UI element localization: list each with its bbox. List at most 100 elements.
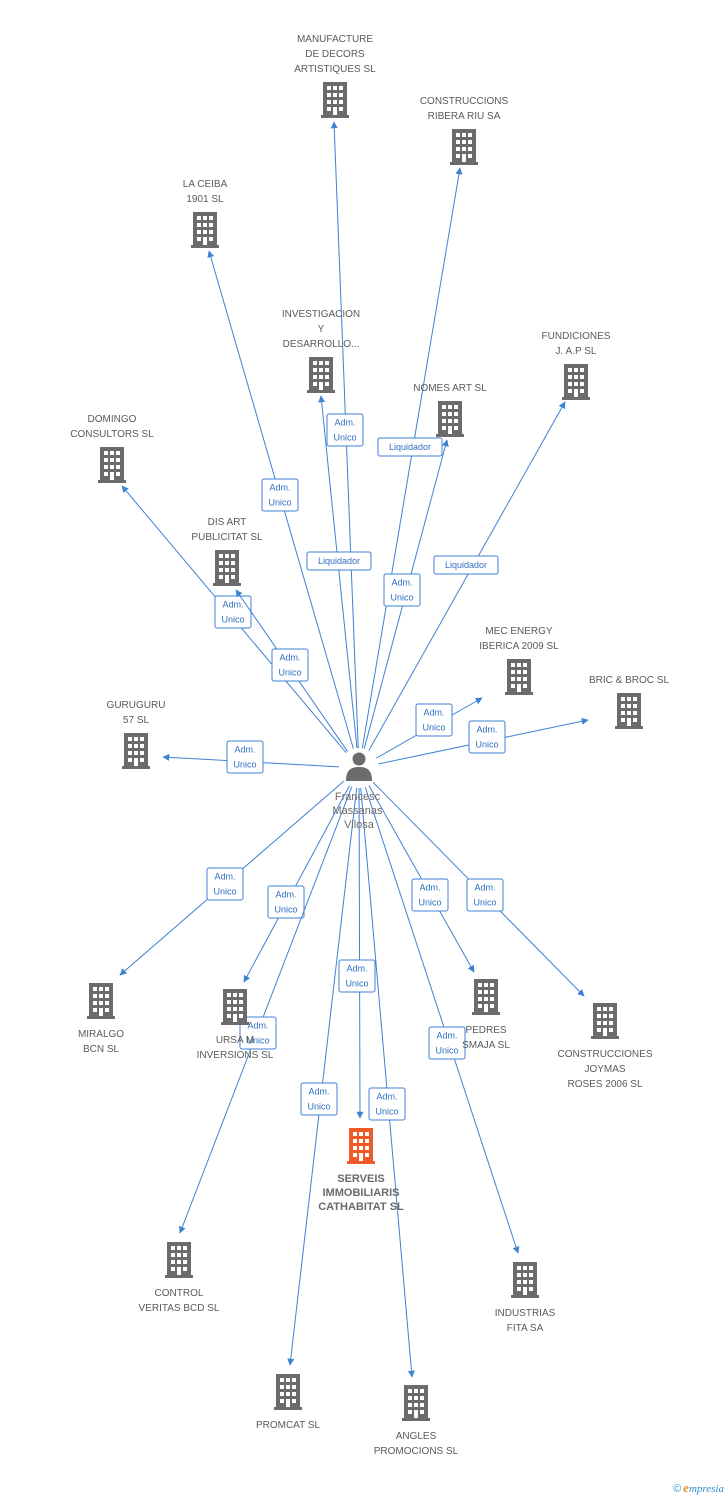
role-badge[interactable]: Adm.Unico [411,878,449,912]
role-badge[interactable]: Adm.Unico [415,703,453,737]
building-icon [511,1262,539,1298]
edge-line [243,785,350,983]
role-badge-text: Unico [307,1102,330,1112]
role-badge[interactable]: Adm.Unico [368,1087,406,1121]
role-badge[interactable]: Adm.Unico [466,878,504,912]
edge-line [356,787,364,1119]
building-icon [165,1242,193,1278]
role-badge[interactable]: Adm.Unico [267,885,305,919]
company-name: Y [318,324,325,335]
role-badge[interactable]: Adm.Unico [271,648,309,682]
role-badge[interactable]: Adm.Unico [338,959,376,993]
role-badge-box [261,478,299,512]
company-node-pedres[interactable]: PEDRES SMAJA SL [462,979,510,1051]
edge-fundiciones: Liquidador [368,401,566,751]
role-badge-box [383,573,421,607]
role-badge[interactable]: Adm.Unico [261,478,299,512]
building-icon [347,1128,375,1164]
building-icon [274,1374,302,1410]
role-badge[interactable]: Adm.Unico [326,413,364,447]
company-name: ANGLES [396,1431,437,1442]
company-name: BCN SL [83,1044,120,1055]
building-icon [472,979,500,1015]
role-badge[interactable]: Liquidador [433,555,499,575]
role-badge[interactable]: Adm.Unico [206,867,244,901]
role-badge-text: Liquidador [445,560,487,570]
role-badge-text: Adm. [474,883,495,893]
role-badge-box [226,740,264,774]
company-node-bric-broc[interactable]: BRIC & BROC SL [589,675,669,729]
company-name: PEDRES [465,1025,506,1036]
company-name: 1901 SL [186,194,224,205]
company-name: SMAJA SL [462,1040,510,1051]
role-badge-text: Adm. [376,1092,397,1102]
role-badge-text: Unico [422,723,445,733]
role-badge[interactable]: Adm.Unico [300,1082,338,1116]
role-badge-box [206,867,244,901]
role-badge-text: Adm. [247,1021,268,1031]
edge-manufacture: Adm.Unico [326,121,364,749]
role-badge-box [433,555,499,575]
company-node-nomes-art[interactable]: NOMES ART SL [413,383,487,437]
role-badge-text: Adm. [275,890,296,900]
role-badge-box [466,878,504,912]
role-badge-box [267,885,305,919]
company-name: LA CEIBA [183,179,228,190]
edge-construcciones-joymas: Adm.Unico [372,781,585,997]
role-badge[interactable]: Adm. Unico [239,1016,277,1050]
role-badge[interactable]: Adm.Unico [214,595,252,629]
company-name: ARTISTIQUES SL [294,64,376,75]
role-badge-text: Adm. [334,418,355,428]
edge-investigacion: Liquidador [306,395,372,749]
edge-la-ceiba: Adm.Unico [207,250,354,749]
copyright-symbol: © [673,1483,682,1495]
role-badge[interactable]: Adm.Unico [428,1026,466,1060]
role-badge[interactable]: Adm.Unico [383,573,421,607]
edge-guruguru: Adm.Unico [162,740,340,774]
building-icon [98,447,126,483]
brand-footer: ©empresia [673,1480,724,1496]
person-node[interactable]: Francesc Massanas Vilosa [332,752,385,832]
building-icon [321,82,349,118]
role-badge-text: Adm. [436,1031,457,1041]
role-badge-text: Adm. [476,725,497,735]
company-node-promcat[interactable]: PROMCAT SL [256,1374,321,1431]
role-badge-text: Adm. [391,578,412,588]
role-badge[interactable]: Adm.Unico [468,720,506,754]
role-badge[interactable]: Adm.Unico [226,740,264,774]
role-badge[interactable]: Liquidador [377,437,443,457]
role-badge-text: Liquidador [389,442,431,452]
company-name: BRIC & BROC SL [589,675,669,686]
edge-dis-art: Adm.Unico [235,589,349,752]
company-node-investigacion[interactable]: INVESTIGACIONYDESARROLLO... [282,309,360,393]
company-name: IMMOBILIARIS [323,1187,400,1199]
role-badge-text: Adm. [269,483,290,493]
edge-line [368,401,566,751]
edge-line [360,787,415,1378]
company-node-la-ceiba[interactable]: LA CEIBA 1901 SL [183,179,228,248]
edge-nomes-art: Adm. Unico [363,439,449,749]
role-badge-box [338,959,376,993]
edge-control-veritas: Adm. Unico [178,786,353,1234]
brand-logo-initial: e [683,1480,689,1495]
role-badge-text: Unico [246,1036,269,1046]
company-name: JOYMAS [584,1064,625,1075]
role-badge[interactable]: Liquidador [306,551,372,571]
building-icon [591,1003,619,1039]
